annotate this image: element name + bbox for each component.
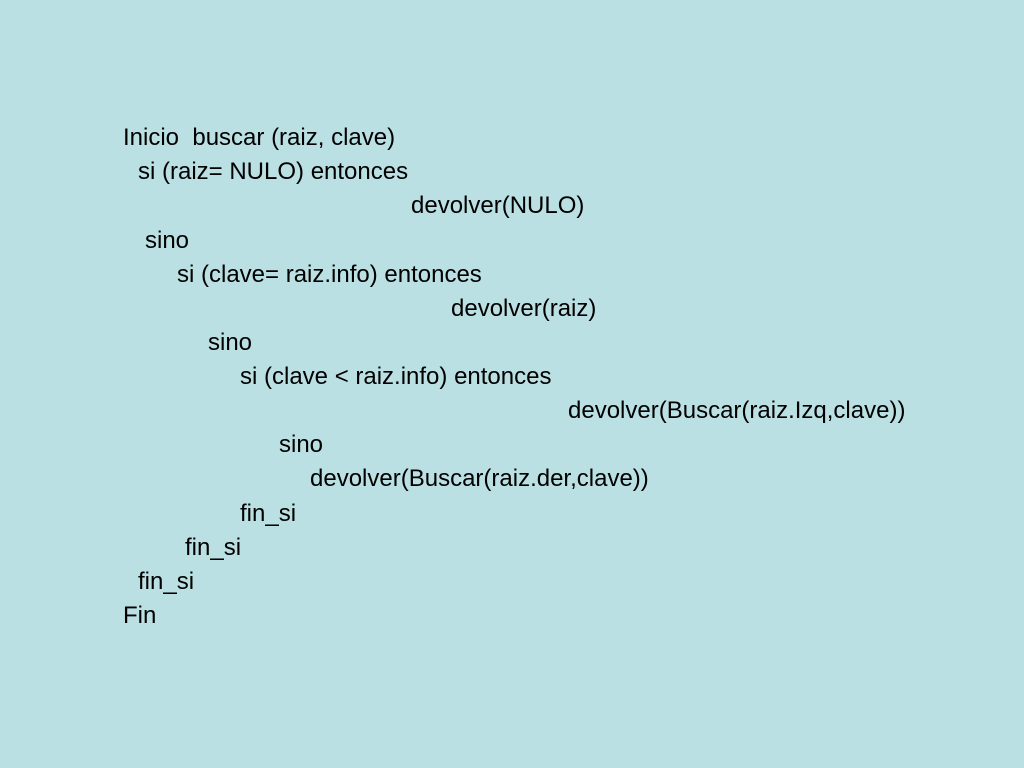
code-line-sino-2: sino xyxy=(208,329,253,356)
code-line-fin-si-1: fin_si xyxy=(240,500,297,527)
code-line-sino-1: sino xyxy=(145,227,190,254)
code-line-sino-3: sino xyxy=(279,431,324,458)
code-line-devolver-buscar-der: devolver(Buscar(raiz.der,clave)) xyxy=(310,465,649,492)
code-line-devolver-nulo: devolver(NULO) xyxy=(411,192,585,219)
code-line-devolver-buscar-izq: devolver(Buscar(raiz.Izq,clave)) xyxy=(568,397,906,424)
code-line-fin-si-3: fin_si xyxy=(138,568,195,595)
code-line-fin-si-2: fin_si xyxy=(185,534,242,561)
code-line-devolver-raiz: devolver(raiz) xyxy=(451,295,597,322)
code-line-inicio: Inicio buscar (raiz, clave) xyxy=(123,124,396,151)
code-line-fin: Fin xyxy=(123,602,157,629)
code-line-si-clave-igual: si (clave= raiz.info) entonces xyxy=(177,261,482,288)
code-line-si-clave-menor: si (clave < raiz.info) entonces xyxy=(240,363,552,390)
code-line-si-raiz-nulo: si (raiz= NULO) entonces xyxy=(138,158,409,185)
